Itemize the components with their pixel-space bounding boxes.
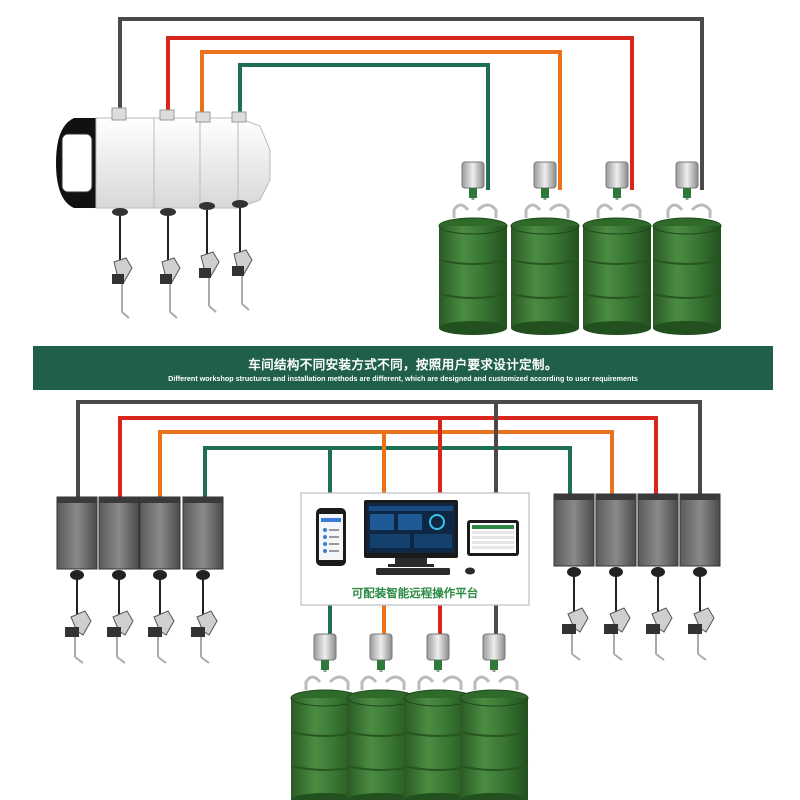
banner-subtitle: Different workshop structures and instal… <box>168 374 638 383</box>
bottom-oil-drums <box>289 632 530 800</box>
pipe-green-top <box>238 63 490 190</box>
oil-drum-icon <box>651 160 723 337</box>
oil-dispensing-nozzle-icon[interactable] <box>111 207 133 319</box>
oil-drum-icon <box>581 160 653 337</box>
oil-dispensing-nozzle-icon[interactable] <box>231 199 253 311</box>
hose-reel-box-icon[interactable] <box>139 496 181 664</box>
desktop-monitor-icon[interactable] <box>364 500 458 567</box>
hose-reel-box-icon[interactable] <box>595 493 637 661</box>
mouse-icon[interactable] <box>465 567 475 575</box>
pipe-gray-top <box>118 17 704 190</box>
hose-reel-box-icon[interactable] <box>56 496 98 664</box>
oil-dispensing-nozzle-icon[interactable] <box>198 201 220 313</box>
oil-drum-icon <box>458 632 530 800</box>
smartphone-icon[interactable] <box>316 508 346 566</box>
hose-reel-box-icon[interactable] <box>182 496 224 664</box>
pipe-gray-bottom <box>76 400 702 500</box>
right-reel-boxes <box>553 493 721 661</box>
white-reel-assembly <box>56 107 271 209</box>
left-reel-boxes <box>56 496 224 664</box>
pipe-orange-top <box>200 50 562 190</box>
oil-dispensing-nozzle-icon[interactable] <box>159 207 181 319</box>
top-oil-drums <box>437 160 723 337</box>
hose-reel-box-icon[interactable] <box>98 496 140 664</box>
oil-drum-icon <box>437 160 509 337</box>
info-banner: 车间结构不同安装方式不同，按照用户要求设计定制。 Different works… <box>33 346 773 390</box>
pipe-red-top <box>166 36 634 190</box>
pipe-red-bottom <box>118 416 658 500</box>
tablet-icon[interactable] <box>467 520 519 556</box>
oil-drum-icon <box>509 160 581 337</box>
top-nozzles <box>111 199 253 319</box>
hose-reel-box-icon[interactable] <box>679 493 721 661</box>
keyboard-icon[interactable] <box>376 568 450 575</box>
platform-caption: 可配装智能远程操作平台 <box>351 586 479 600</box>
remote-platform-panel <box>300 492 530 606</box>
bottom-pipelines <box>76 400 702 660</box>
hose-reel-box-icon[interactable] <box>637 493 679 661</box>
hose-reel-box-icon[interactable] <box>553 493 595 661</box>
pipe-green-bottom <box>203 446 572 500</box>
top-pipelines <box>118 17 704 190</box>
banner-title: 车间结构不同安装方式不同，按照用户要求设计定制。 <box>248 357 558 372</box>
